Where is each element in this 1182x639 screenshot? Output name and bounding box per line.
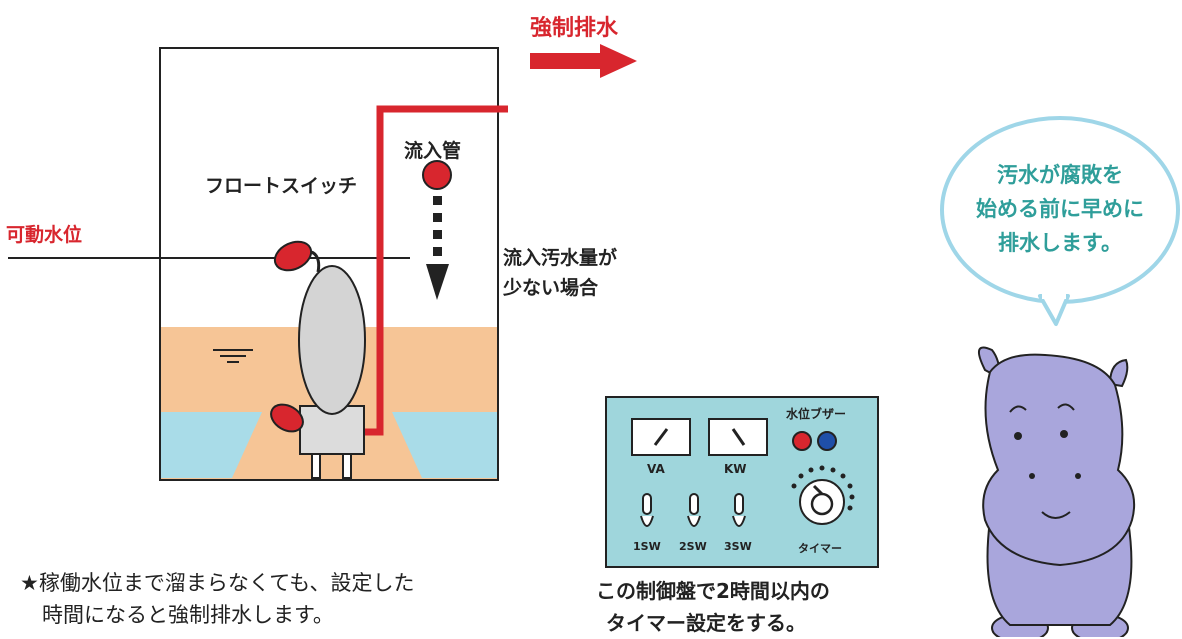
forced-drain-label: 強制排水	[530, 16, 619, 41]
inflow-pipe-icon	[422, 160, 452, 190]
note-text: ★稼働水位まで溜まらなくても、設定した 時間になると強制排水します。	[20, 567, 415, 631]
right-base	[392, 412, 497, 478]
low-inflow-line2: 少ない場合	[503, 277, 599, 299]
control-panel	[605, 396, 879, 568]
bubble-line2: 始める前に早めに	[976, 197, 1144, 221]
meter-va-label: VA	[647, 462, 665, 476]
switch-1sw	[640, 493, 654, 527]
sw3-label: 3SW	[724, 540, 752, 553]
bubble-line1: 汚水が腐敗を	[997, 163, 1123, 187]
switch-2sw	[687, 493, 701, 527]
inflow-dotted-arrow-icon	[426, 196, 449, 300]
float-switch-upper	[273, 240, 313, 272]
switch-3sw	[732, 493, 746, 527]
meter-kw-label: KW	[724, 462, 747, 476]
buzzer-label: 水位ブザー	[786, 407, 847, 421]
bubble-line3: 排水します。	[998, 231, 1122, 255]
note-line2: 時間になると強制排水します。	[42, 603, 334, 627]
buzzer-lamp-blue	[817, 431, 837, 451]
inflow-pipe-label: 流入管	[404, 140, 462, 162]
float-switch-label: フロートスイッチ	[205, 175, 358, 197]
panel-caption-line2: タイマー設定をする。	[606, 611, 806, 635]
buzzer-lamp-red	[792, 431, 812, 451]
bubble-text: 汚水が腐敗を 始める前に早めに 排水します。	[950, 158, 1170, 260]
note-line1: ★稼働水位まで溜まらなくても、設定した	[20, 571, 415, 595]
timer-dial-icon	[791, 465, 855, 525]
left-base	[161, 412, 262, 478]
low-inflow-label: 流入汚水量が 少ない場合	[503, 243, 617, 303]
discharge-pipe	[360, 105, 508, 436]
movable-level-label: 可動水位	[6, 224, 83, 246]
low-inflow-line1: 流入汚水量が	[503, 247, 618, 269]
sw1-label: 1SW	[633, 540, 661, 553]
float-switch-lower	[270, 403, 304, 433]
forced-drain-arrow-icon	[530, 44, 637, 78]
timer-label: タイマー	[798, 542, 842, 555]
sw2-label: 2SW	[679, 540, 707, 553]
speech-bubble	[940, 116, 1180, 326]
panel-caption-line1: この制御盤で2時間以内の	[596, 579, 830, 603]
meter-va	[631, 418, 691, 456]
panel-caption: この制御盤で2時間以内の タイマー設定をする。	[596, 575, 830, 639]
pump	[298, 250, 366, 479]
hippo-mascot	[977, 346, 1136, 637]
